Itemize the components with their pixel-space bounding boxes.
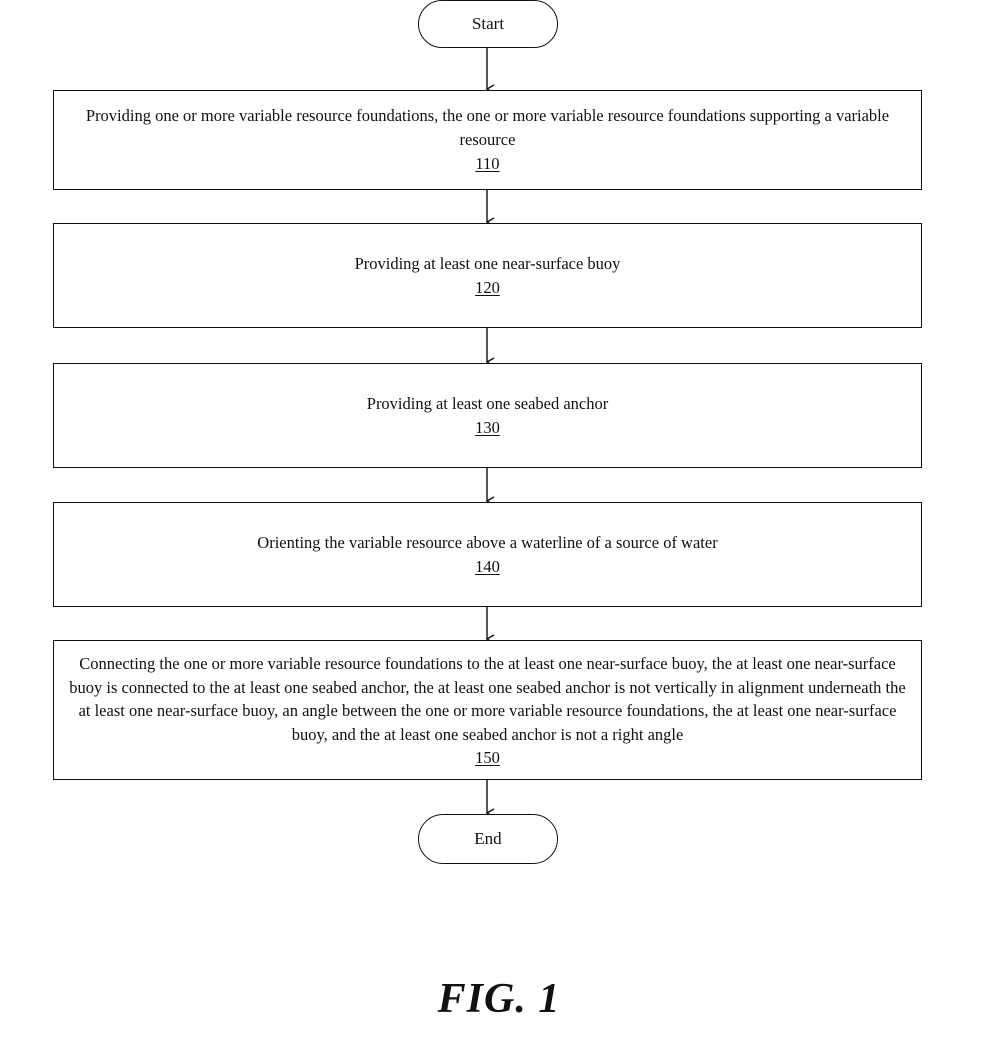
- end-terminal: End: [418, 814, 558, 864]
- step-140-box: Orienting the variable resource above a …: [53, 502, 922, 607]
- step-150-text: Connecting the one or more variable reso…: [68, 652, 907, 746]
- step-130-box: Providing at least one seabed anchor 130: [53, 363, 922, 468]
- step-140-ref: 140: [475, 555, 500, 579]
- step-130-text: Providing at least one seabed anchor: [367, 392, 608, 416]
- figure-label: FIG. 1: [0, 975, 998, 1023]
- step-150-ref: 150: [475, 746, 500, 770]
- step-130-ref: 130: [475, 416, 500, 440]
- step-110-ref: 110: [475, 152, 499, 176]
- start-terminal: Start: [418, 0, 558, 48]
- step-110-text: Providing one or more variable resource …: [68, 104, 907, 152]
- step-140-text: Orienting the variable resource above a …: [257, 531, 717, 555]
- start-label: Start: [472, 14, 504, 34]
- step-150-box: Connecting the one or more variable reso…: [53, 640, 922, 780]
- step-120-text: Providing at least one near-surface buoy: [355, 252, 621, 276]
- step-110-box: Providing one or more variable resource …: [53, 90, 922, 190]
- step-120-box: Providing at least one near-surface buoy…: [53, 223, 922, 328]
- end-label: End: [474, 829, 501, 849]
- step-120-ref: 120: [475, 276, 500, 300]
